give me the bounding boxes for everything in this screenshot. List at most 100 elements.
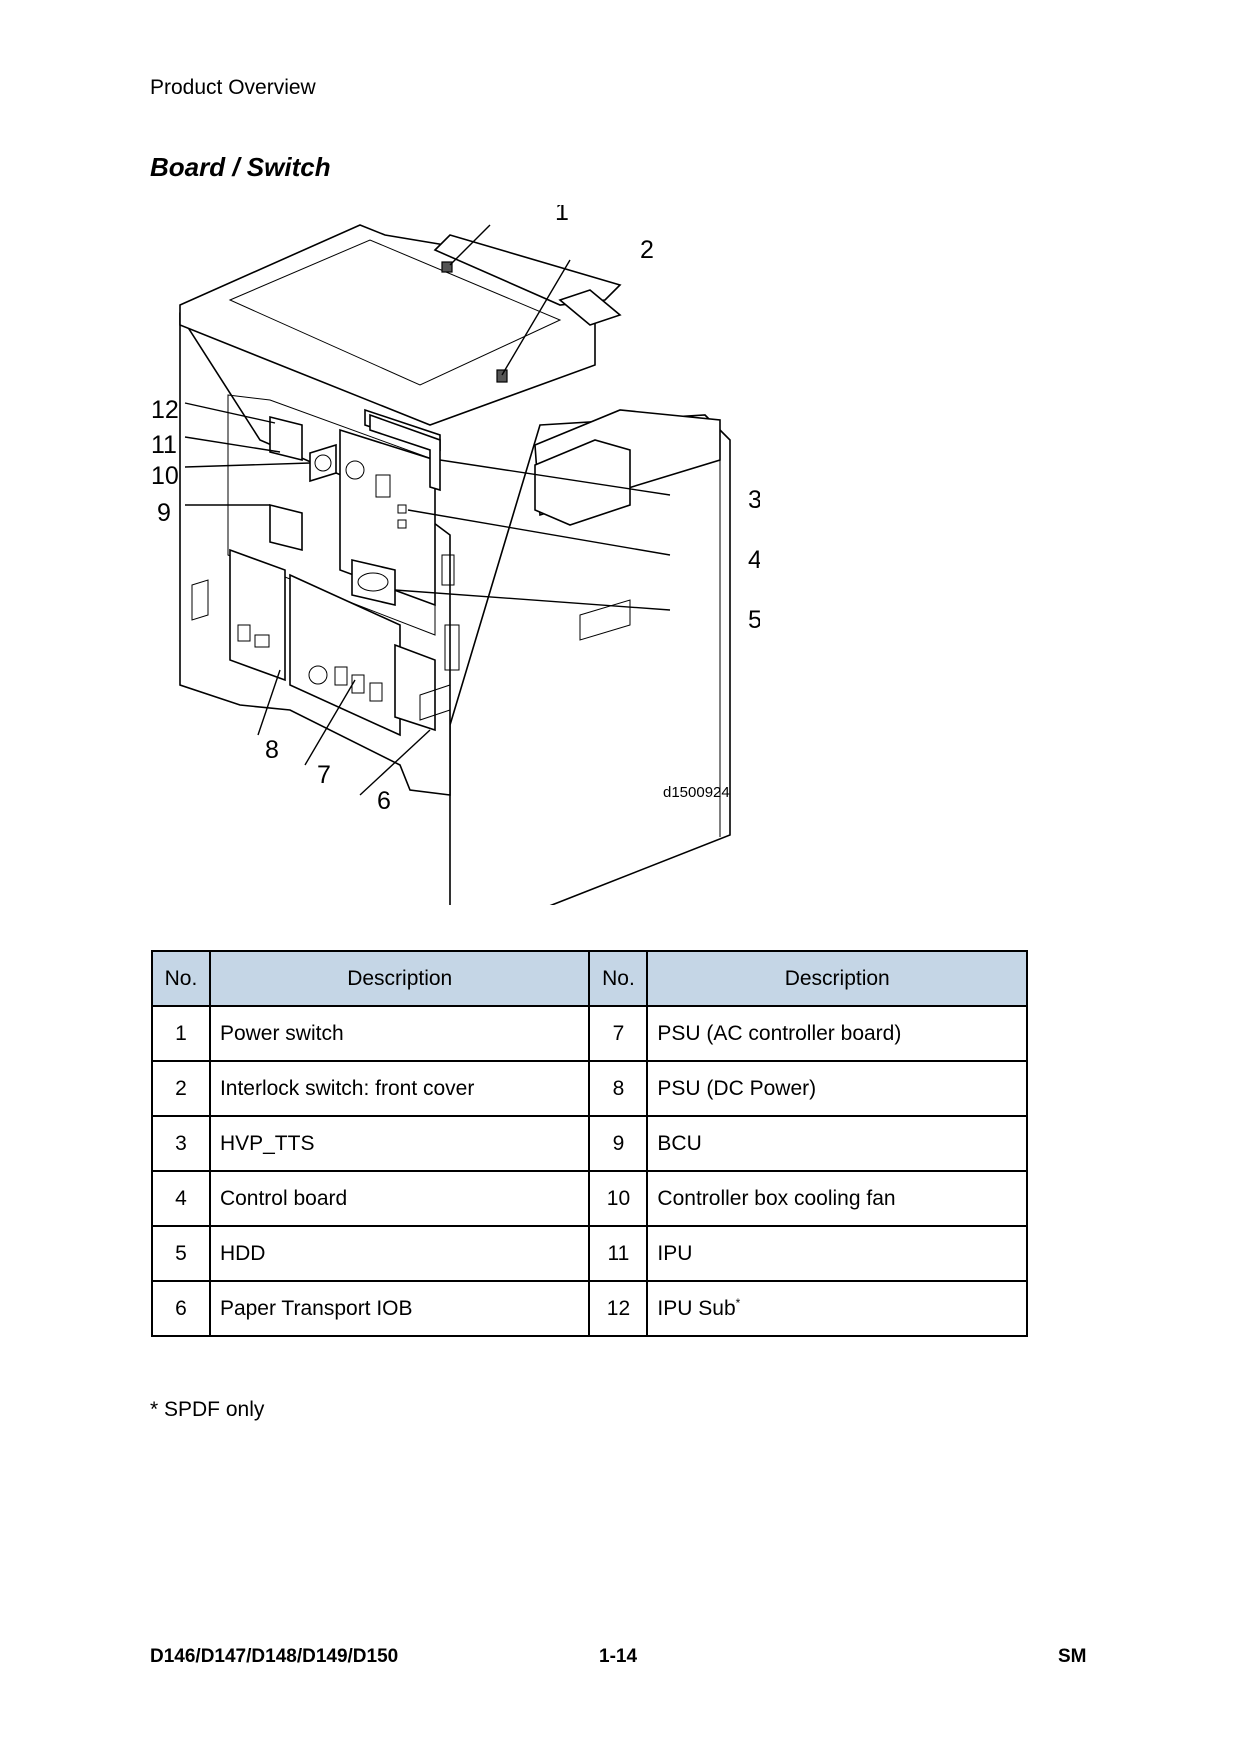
part-no: 8 <box>588 1060 649 1117</box>
part-description: HVP_TTS <box>208 1115 591 1172</box>
leader-line <box>184 402 276 424</box>
front-vent <box>191 579 209 621</box>
rear-handle <box>419 684 451 721</box>
leader-line <box>394 589 671 611</box>
callout-8: 8 <box>265 736 279 764</box>
callout-11: 11 <box>151 431 177 459</box>
part-description: Interlock switch: front cover <box>208 1060 591 1117</box>
part-description: PSU (DC Power) <box>646 1060 1028 1117</box>
col-header-no: No. <box>588 950 649 1007</box>
part-description: PSU (AC controller board) <box>646 1005 1028 1062</box>
psu-dc-component <box>237 624 251 642</box>
adf-tray <box>558 289 622 326</box>
table-row: 2 Interlock switch: front cover 8 PSU (D… <box>151 1060 1028 1117</box>
part-no: 2 <box>151 1060 211 1117</box>
adf-feeder <box>433 234 622 306</box>
callout-9: 9 <box>157 499 171 527</box>
tray-block <box>534 439 631 526</box>
callout-7: 7 <box>317 761 331 789</box>
part-no: 11 <box>588 1225 649 1282</box>
control-board-connector <box>397 504 407 514</box>
table-header-row: No. Description No. Description <box>151 950 1028 1007</box>
part-description-text: IPU Sub <box>657 1297 736 1320</box>
callout-3: 3 <box>748 486 760 514</box>
ipu-sub-board <box>269 415 303 462</box>
section-header: Product Overview <box>150 76 316 99</box>
footer-manual: SM <box>1058 1646 1087 1667</box>
callout-2: 2 <box>640 236 654 264</box>
col-header-description: Description <box>208 950 591 1007</box>
col-header-no: No. <box>151 950 211 1007</box>
callout-12: 12 <box>151 396 179 424</box>
part-description: HDD <box>208 1225 591 1282</box>
table-row: 1 Power switch 7 PSU (AC controller boar… <box>151 1005 1028 1062</box>
part-description: IPU <box>646 1225 1028 1282</box>
footer-page-number: 1-14 <box>599 1646 638 1667</box>
callout-4: 4 <box>748 546 760 574</box>
side-handle <box>579 599 631 641</box>
part-no: 10 <box>588 1170 649 1227</box>
side-vent <box>444 624 460 671</box>
part-description: Controller box cooling fan <box>646 1170 1028 1227</box>
table-row: 3 HVP_TTS 9 BCU <box>151 1115 1028 1172</box>
cooling-fan <box>309 443 337 483</box>
col-header-description: Description <box>646 950 1028 1007</box>
part-no: 12 <box>588 1280 649 1337</box>
fan-rotor <box>314 454 332 472</box>
psu-dc-component <box>254 634 270 648</box>
leader-line <box>184 462 311 468</box>
leader-line <box>449 224 491 266</box>
table-row: 6 Paper Transport IOB 12 IPU Sub* <box>151 1280 1028 1337</box>
control-board-chip <box>375 474 391 498</box>
control-board <box>339 428 436 607</box>
callout-5: 5 <box>748 606 760 634</box>
leader-line <box>359 729 431 796</box>
interlock-switch-part <box>496 369 508 383</box>
leader-line <box>184 436 281 453</box>
hvp-tts-board <box>369 413 441 492</box>
hdd-unit <box>351 558 396 607</box>
part-no: 7 <box>588 1005 649 1062</box>
table-row: 5 HDD 11 IPU <box>151 1225 1028 1282</box>
control-board-fan <box>345 460 365 480</box>
power-switch-part <box>441 261 453 273</box>
scanner-unit <box>179 224 596 426</box>
callout-6: 6 <box>377 787 391 815</box>
leader-line <box>407 509 671 556</box>
part-description: BCU <box>646 1115 1028 1172</box>
leader-line <box>439 459 671 496</box>
callout-10: 10 <box>151 462 179 490</box>
part-description: IPU Sub* <box>646 1280 1028 1337</box>
psu-ac-capacitor <box>308 665 328 685</box>
part-description: Power switch <box>208 1005 591 1062</box>
part-description: Control board <box>208 1170 591 1227</box>
part-no: 9 <box>588 1115 649 1172</box>
machine-diagram-svg: 1 2 3 4 5 6 7 8 9 10 11 12 d1500924 <box>151 205 760 905</box>
part-no: 5 <box>151 1225 211 1282</box>
bcu-board <box>269 503 303 552</box>
part-no: 4 <box>151 1170 211 1227</box>
side-vent <box>441 554 455 586</box>
leader-line <box>304 679 356 766</box>
psu-dc-board <box>229 548 286 682</box>
page-title: Board / Switch <box>150 152 331 182</box>
part-no: 1 <box>151 1005 211 1062</box>
part-no: 6 <box>151 1280 211 1337</box>
psu-ac-component <box>369 682 383 702</box>
platen-glass <box>228 239 562 386</box>
paper-transport-iob <box>394 643 436 732</box>
table-row: 4 Control board 10 Controller box coolin… <box>151 1170 1028 1227</box>
footnote-mark: * <box>735 1296 741 1310</box>
figure-id: d1500924 <box>663 784 730 801</box>
footer-model: D146/D147/D148/D149/D150 <box>150 1646 399 1667</box>
psu-ac-board <box>289 573 401 737</box>
parts-table: No. Description No. Description 1 Power … <box>151 950 1028 1337</box>
part-description: Paper Transport IOB <box>208 1280 591 1337</box>
machine-diagram: 1 2 3 4 5 6 7 8 9 10 11 12 d1500924 <box>140 205 760 905</box>
footnote: * SPDF only <box>150 1398 265 1421</box>
psu-ac-component <box>334 666 348 686</box>
part-no: 3 <box>151 1115 211 1172</box>
control-board-connector <box>397 519 407 529</box>
leader-line <box>257 669 281 736</box>
leader-line <box>501 259 571 376</box>
